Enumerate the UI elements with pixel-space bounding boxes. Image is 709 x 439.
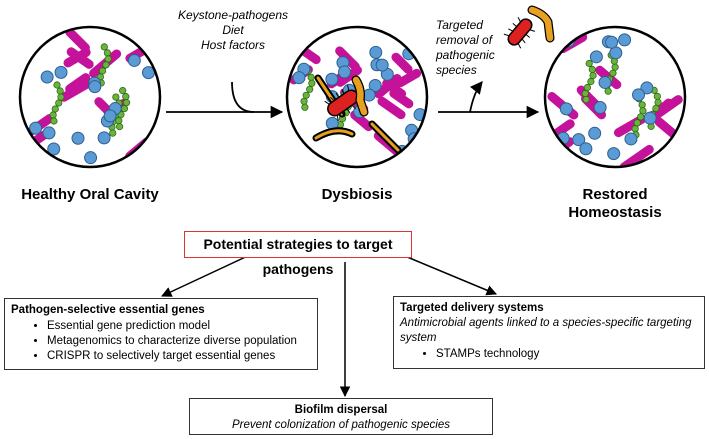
factor-list: Keystone-pathogens Diet Host factors: [166, 8, 300, 53]
coccus-bacterium-icon: [589, 50, 603, 64]
coccus-bacterium-icon: [34, 152, 48, 166]
removal-note: Targeted removal of pathogenic species: [436, 18, 526, 78]
strategy-box: Potential strategies to target pathogens: [184, 231, 412, 277]
biofilm-title: Biofilm dispersal: [294, 404, 388, 416]
coccus-bacterium-icon: [572, 133, 586, 147]
delivery-title: Targeted delivery systems: [400, 302, 544, 314]
caption-dysbiosis: Dysbiosis: [321, 186, 393, 203]
coccus-bacterium-icon: [47, 142, 61, 156]
coccus-bacterium-icon: [643, 111, 657, 125]
coccus-bacterium-icon: [624, 132, 638, 146]
caption-healthy: Healthy Oral Cavity: [21, 186, 159, 203]
coccus-bacterium-icon: [292, 71, 306, 85]
coccus-bacterium-icon: [54, 65, 68, 79]
delivery-subtitle: Antimicrobial agents linked to a species…: [400, 317, 692, 344]
pathogen-orange-rod-icon: [351, 75, 369, 117]
removal-line-2: removal of: [436, 33, 493, 47]
coccus-bacterium-icon: [559, 102, 573, 116]
rod-bacterium-icon: [396, 68, 422, 88]
coccus-bacterium-icon: [42, 126, 56, 140]
arrow-to-pathogen-box: [161, 253, 253, 297]
coccus-bacterium-icon: [88, 80, 102, 94]
factor-host: Host factors: [200, 38, 266, 52]
coccus-bacterium-icon: [40, 70, 54, 84]
chain-bacterium-icon: [49, 81, 65, 125]
chain-bacterium-icon: [581, 59, 597, 104]
coccus-bacterium-icon: [632, 88, 646, 102]
rod-bacterium-icon: [59, 78, 93, 102]
coccus-bacterium-icon: [29, 121, 43, 135]
coccus-bacterium-icon: [103, 109, 117, 123]
coccus-bacterium-icon: [144, 39, 158, 53]
coccus-bacterium-icon: [71, 131, 85, 145]
healthy-oral-cavity-circle: [18, 25, 162, 169]
removal-line-1: Targeted: [436, 18, 483, 32]
coccus-bacterium-icon: [97, 131, 111, 145]
removed-red-pathogen-icon: [503, 17, 536, 49]
removal-line-3: pathogenic: [436, 48, 495, 62]
biofilm-box: Biofilm dispersal Prevent colonization o…: [189, 398, 493, 435]
list-item: STAMPs technology: [436, 347, 698, 362]
coccus-bacterium-icon: [369, 45, 383, 59]
pathogen-genes-title: Pathogen-selective essential genes: [11, 304, 205, 316]
restored-homeostasis-circle: [543, 25, 687, 169]
removal-line-4: species: [436, 63, 477, 77]
coccus-bacterium-icon: [579, 142, 593, 156]
arrow-dysbiosis-to-restored: [438, 81, 540, 119]
rod-bacterium-icon: [65, 27, 90, 53]
removed-orange-pathogen-icon: [527, 5, 555, 43]
factor-diet: Diet: [222, 23, 244, 37]
rod-bacterium-icon: [377, 96, 406, 120]
coccus-bacterium-icon: [127, 53, 141, 67]
delivery-box: Targeted delivery systems Antimicrobial …: [393, 296, 705, 369]
rod-bacterium-icon: [391, 52, 413, 74]
pathogen-genes-list: Essential gene prediction model Metageno…: [11, 319, 311, 364]
factor-keystone: Keystone-pathogens: [177, 8, 289, 22]
rod-bacterium-icon: [65, 73, 91, 94]
coccus-bacterium-icon: [141, 66, 155, 80]
coccus-bacterium-icon: [368, 78, 382, 92]
list-item: CRISPR to selectively target essential g…: [47, 349, 311, 364]
coccus-bacterium-icon: [607, 147, 621, 161]
coccus-bacterium-icon: [588, 126, 602, 140]
coccus-bacterium-icon: [605, 35, 619, 49]
arrow-to-delivery-box: [399, 253, 497, 296]
coccus-bacterium-icon: [84, 151, 98, 165]
biofilm-subtitle: Prevent colonization of pathogenic speci…: [231, 419, 450, 431]
coccus-bacterium-icon: [618, 33, 632, 47]
coccus-bacterium-icon: [337, 65, 351, 79]
pathogen-genes-box: Pathogen-selective essential genes Essen…: [4, 298, 318, 370]
coccus-bacterium-icon: [593, 100, 607, 114]
list-item: Essential gene prediction model: [47, 319, 311, 334]
rod-bacterium-icon: [66, 47, 94, 69]
list-item: Metagenomics to characterize diverse pop…: [47, 334, 311, 349]
coccus-bacterium-icon: [325, 72, 339, 86]
arrow-healthy-to-dysbiosis: [166, 81, 284, 119]
delivery-list: STAMPs technology: [400, 347, 698, 362]
coccus-bacterium-icon: [640, 81, 654, 95]
rod-bacterium-icon: [652, 95, 683, 119]
dysbiosis-circle: [285, 25, 429, 169]
coccus-bacterium-icon: [375, 58, 389, 72]
coccus-bacterium-icon: [24, 146, 38, 160]
rod-bacterium-icon: [382, 78, 407, 99]
coccus-bacterium-icon: [598, 75, 612, 89]
caption-restored: Restored Homeostasis: [568, 186, 662, 221]
